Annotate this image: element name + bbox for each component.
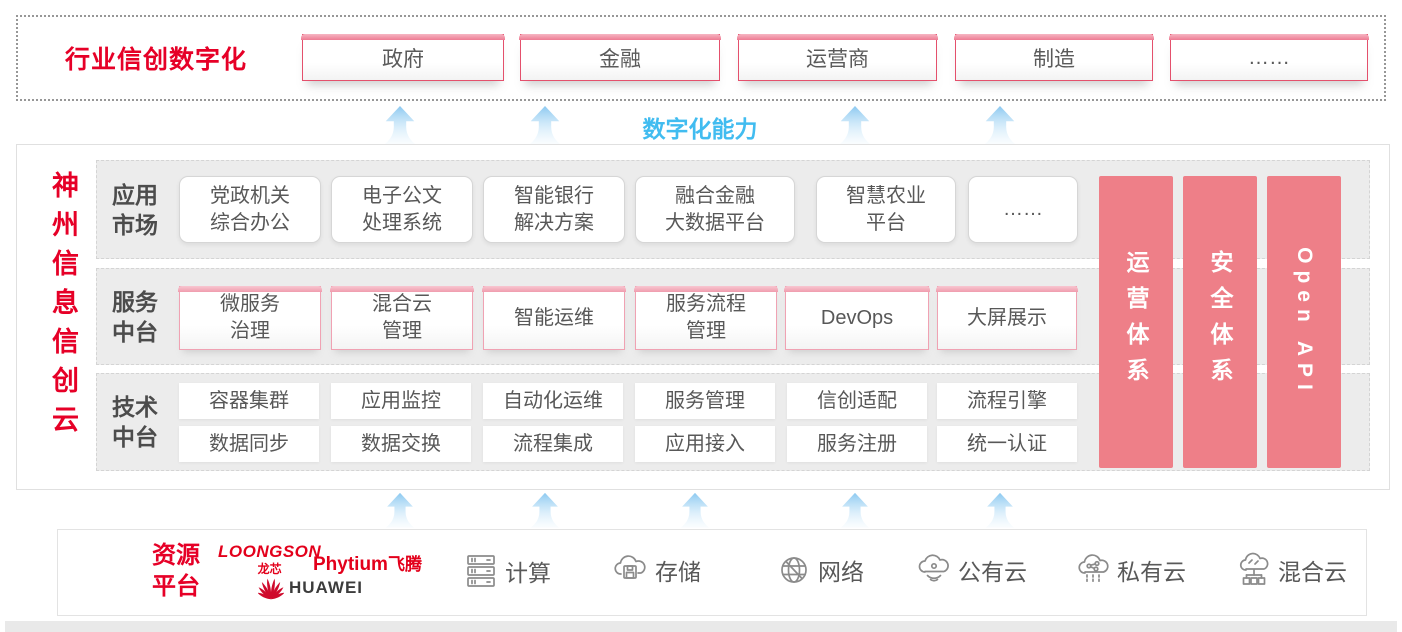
up-arrow-icon: [840, 492, 870, 528]
resource-item-label: 存储: [655, 559, 701, 585]
tech-box: 数据交换: [331, 426, 471, 462]
resource-item-label: 混合云: [1278, 559, 1347, 585]
pillar-open-api: Open API: [1267, 176, 1341, 468]
up-arrow-icon: [839, 105, 871, 145]
loongson-logo-text: LOONGSON: [218, 542, 322, 561]
pillar-operations: 运营体系: [1099, 176, 1173, 468]
loongson-logo: LOONGSON 龙芯: [218, 542, 321, 577]
app-box: 智慧农业 平台: [816, 176, 956, 243]
resource-item-compute: 计算: [463, 552, 551, 590]
up-arrow-icon: [385, 492, 415, 528]
platform-title: 神州信息信创云: [48, 171, 78, 444]
band-service-platform-label: 服务 中台: [112, 288, 158, 345]
huawei-logo: HUAWEI: [258, 576, 363, 600]
service-box: 大屏展示: [936, 286, 1078, 350]
tech-box: 统一认证: [937, 426, 1077, 462]
resource-platform-label: 资源 平台: [152, 542, 200, 600]
industry-banner-title: 行业信创数字化: [65, 46, 248, 74]
loongson-logo-cn: 龙芯: [257, 562, 282, 576]
tech-box: 自动化运维: [483, 383, 623, 419]
public-cloud-icon: [918, 554, 949, 582]
huawei-logo-text: HUAWEI: [289, 578, 363, 597]
up-arrow-icon: [680, 492, 710, 528]
up-arrow-icon: [984, 105, 1016, 145]
service-box: 微服务 治理: [178, 286, 322, 350]
phytium-logo: Phytium飞腾: [313, 550, 422, 576]
app-box-more: ……: [968, 176, 1078, 243]
band-app-market-label: 应用 市场: [112, 181, 158, 238]
tech-box: 应用接入: [635, 426, 775, 462]
network-globe-icon: [781, 557, 807, 583]
tech-box: 数据同步: [179, 426, 319, 462]
pillar-security: 安全体系: [1183, 176, 1257, 468]
pillar-operations-label: 运营体系: [1123, 250, 1149, 394]
hybrid-cloud-icon: [1239, 552, 1269, 585]
up-arrow-icon: [384, 105, 416, 145]
resource-item-label: 计算: [505, 560, 551, 586]
resource-platform: 资源 平台 LOONGSON 龙芯 Phytium飞腾 HUAWEI: [57, 529, 1367, 616]
up-arrow-icon: [529, 105, 561, 145]
storage-cloud-icon: [614, 555, 646, 579]
sector-box-carrier: 运营商: [737, 34, 938, 81]
service-box: DevOps: [784, 286, 930, 350]
app-box: 融合金融 大数据平台: [635, 176, 795, 243]
service-box: 服务流程 管理: [634, 286, 778, 350]
resource-item-hybrid-cloud: 混合云: [1236, 552, 1347, 588]
bottom-divider: [5, 621, 1397, 632]
resource-item-label: 私有云: [1117, 559, 1186, 585]
tech-box: 服务注册: [787, 426, 927, 462]
sector-box-government: 政府: [301, 34, 505, 81]
resource-item-public-cloud: 公有云: [916, 552, 1027, 588]
phytium-logo-cn: 飞腾: [387, 555, 422, 574]
tech-box: 信创适配: [787, 383, 927, 419]
resource-item-label: 公有云: [958, 559, 1027, 585]
resource-item-storage: 存储: [611, 552, 701, 588]
sector-box-finance: 金融: [519, 34, 721, 81]
phytium-logo-text: Phytium: [313, 554, 388, 575]
server-icon: [467, 555, 495, 587]
pillar-open-api-label: Open API: [1293, 247, 1317, 397]
private-cloud-icon: [1078, 554, 1109, 583]
app-box: 电子公文 处理系统: [331, 176, 473, 243]
capability-label: 数字化能力: [642, 116, 758, 142]
tech-box: 应用监控: [331, 383, 471, 419]
resource-item-private-cloud: 私有云: [1075, 552, 1186, 588]
industry-banner: 行业信创数字化 政府 金融 运营商 制造 ……: [16, 15, 1386, 101]
tech-box: 容器集群: [179, 383, 319, 419]
pillar-security-label: 安全体系: [1207, 250, 1233, 394]
up-arrow-icon: [985, 492, 1015, 528]
tech-box: 流程集成: [483, 426, 623, 462]
service-box: 混合云 管理: [330, 286, 474, 350]
band-tech-platform-label: 技术 中台: [112, 394, 158, 450]
tech-box: 服务管理: [635, 383, 775, 419]
sector-box-manufacturing: 制造: [954, 34, 1154, 81]
resource-item-network: 网络: [776, 552, 864, 588]
app-box: 党政机关 综合办公: [179, 176, 321, 243]
sector-box-more: ……: [1169, 34, 1369, 81]
resource-item-label: 网络: [818, 559, 864, 585]
tech-box: 流程引擎: [937, 383, 1077, 419]
huawei-flower-icon: [258, 578, 284, 600]
platform-container: 神州信息信创云 应用 市场 党政机关 综合办公 电子公文 处理系统 智能银行 解…: [16, 144, 1390, 490]
app-box: 智能银行 解决方案: [483, 176, 625, 243]
service-box: 智能运维: [482, 286, 626, 350]
up-arrow-icon: [530, 492, 560, 528]
